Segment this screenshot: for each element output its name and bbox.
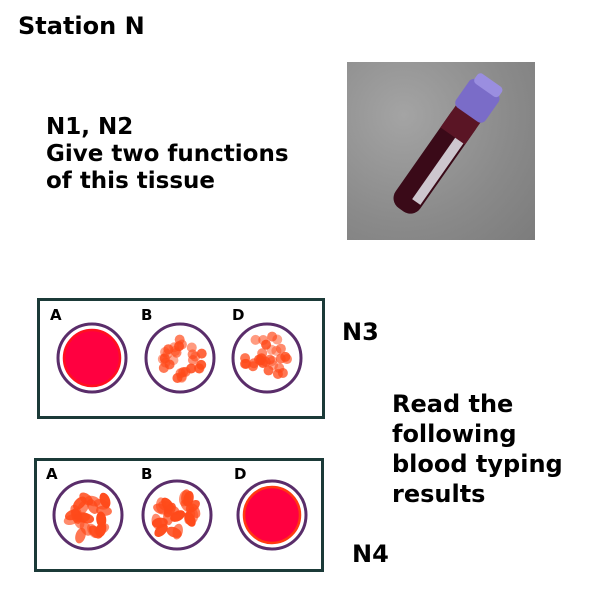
- question-line: of this tissue: [46, 168, 215, 194]
- agglutinated-cell: [267, 331, 278, 342]
- agglutinated-cell: [260, 356, 271, 367]
- agglutinated-cell: [160, 357, 171, 368]
- blood-tube-icon: [393, 73, 503, 214]
- question-line: Give two functions: [46, 141, 289, 167]
- instruction-line: results: [392, 480, 486, 508]
- uniform-blood: [242, 485, 302, 545]
- station-title: Station N: [18, 12, 145, 40]
- agglutinated-cell: [240, 358, 251, 369]
- agglutinated-cell: [196, 348, 207, 359]
- clumped-cell: [163, 502, 176, 518]
- instruction-line: blood typing: [392, 450, 563, 478]
- well-label: D: [234, 465, 247, 483]
- agglutinated-cell: [250, 334, 261, 345]
- clumped-cell: [95, 521, 107, 538]
- clumped-cell: [99, 492, 111, 509]
- instruction-line: Read the: [392, 390, 514, 418]
- clumped-cell: [79, 521, 92, 536]
- question-n1-n2: N1, N2 Give two functions of this tissue: [46, 114, 289, 195]
- clumped-cell: [172, 523, 183, 540]
- blood-tube-photo: [347, 62, 535, 240]
- well-label: D: [232, 306, 245, 324]
- n4-label: N4: [352, 540, 389, 568]
- clumped-cell: [84, 495, 101, 507]
- agglutinated-cell: [257, 348, 268, 359]
- n3-label: N3: [342, 318, 379, 346]
- agglutinated-cell: [187, 354, 198, 365]
- instruction-text: Read the following blood typing results: [392, 389, 563, 509]
- agglutinated-cell: [263, 365, 274, 376]
- agglutinated-cell: [275, 343, 286, 354]
- well-label: B: [141, 465, 153, 483]
- agglutinated-cell: [168, 355, 179, 366]
- clumped-cell: [184, 508, 196, 525]
- agglutinated-cell: [194, 363, 205, 374]
- agglutinated-cell: [174, 341, 185, 352]
- agglutinated-cell: [258, 335, 269, 346]
- clumped-cell: [151, 517, 168, 528]
- clumped-cell: [170, 510, 186, 522]
- agglutinated-cell: [247, 361, 258, 372]
- agglutinated-cell: [280, 351, 291, 362]
- instruction-line: following: [392, 420, 517, 448]
- clumped-cell: [70, 504, 82, 520]
- well-label: A: [46, 465, 58, 483]
- question-label: N1, N2: [46, 114, 134, 140]
- uniform-blood: [62, 328, 122, 388]
- agglutinated-cell: [277, 367, 288, 378]
- clumped-cell: [183, 490, 194, 507]
- well-circle: [144, 322, 216, 394]
- well-label: B: [141, 306, 153, 324]
- agglutinated-cell: [178, 367, 189, 378]
- well-label: A: [50, 306, 62, 324]
